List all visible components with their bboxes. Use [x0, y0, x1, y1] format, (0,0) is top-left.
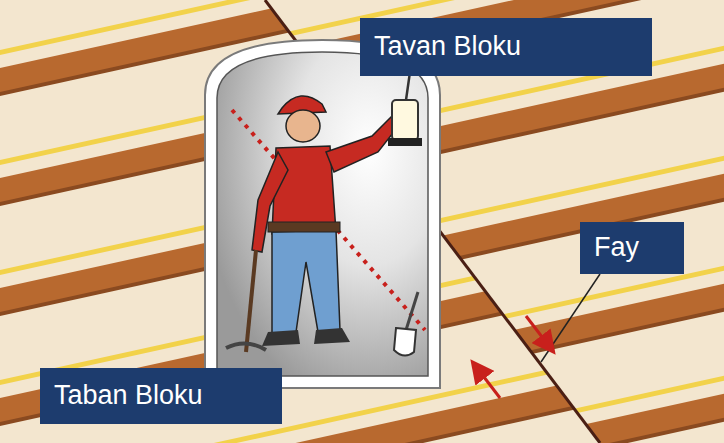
shovel	[394, 292, 418, 356]
footwall-arrow	[474, 364, 500, 398]
label-box: Tavan Bloku	[360, 18, 652, 76]
label-text: Tavan Bloku	[374, 32, 521, 62]
miner	[226, 96, 400, 352]
label-text: Taban Bloku	[54, 381, 203, 411]
label-text: Fay	[594, 233, 639, 263]
hanging-wall-arrow	[526, 316, 552, 350]
label-box: Taban Bloku	[40, 368, 282, 424]
label-box: Fay	[580, 222, 684, 274]
mine-tunnel	[205, 40, 440, 388]
lantern	[388, 65, 422, 146]
